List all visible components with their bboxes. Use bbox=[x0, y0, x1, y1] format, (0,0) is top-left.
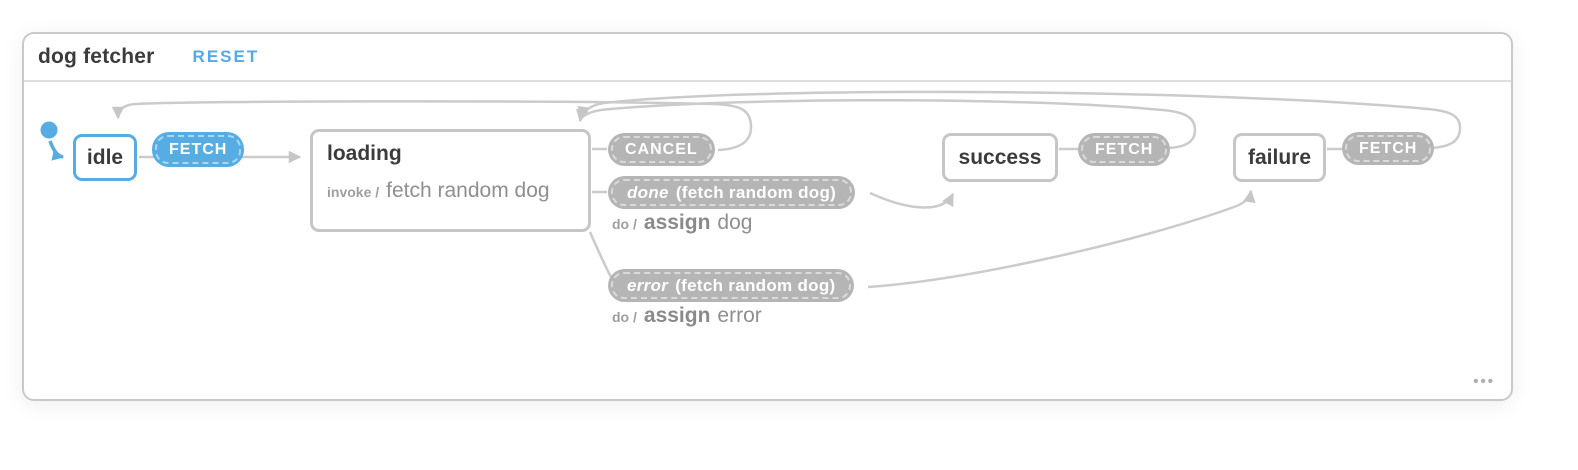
invoke-keyword: invoke / bbox=[327, 184, 380, 200]
done-keyword: done bbox=[627, 182, 669, 202]
event-fetch-failure-label: FETCH bbox=[1359, 139, 1418, 157]
state-idle[interactable]: idle bbox=[73, 134, 137, 181]
error-action-verb: assign bbox=[643, 304, 711, 327]
event-done-pill[interactable]: done (fetch random dog) bbox=[608, 176, 856, 209]
state-failure[interactable]: failure bbox=[1233, 133, 1326, 182]
error-action-row: do / assign error bbox=[612, 304, 762, 328]
done-service: (fetch random dog) bbox=[675, 182, 837, 202]
invoke-service-name: fetch random dog bbox=[386, 179, 550, 202]
panel-header: dog fetcher RESET bbox=[24, 34, 1511, 82]
state-loading[interactable]: loading invoke / fetch random dog bbox=[310, 129, 591, 232]
event-cancel-button[interactable]: CANCEL bbox=[608, 133, 715, 166]
event-error-pill[interactable]: error (fetch random dog) bbox=[608, 269, 855, 302]
event-fetch-button[interactable]: FETCH bbox=[152, 132, 245, 167]
event-fetch-success-label: FETCH bbox=[1095, 140, 1154, 158]
event-fetch-success-button[interactable]: FETCH bbox=[1078, 133, 1171, 166]
error-service: (fetch random dog) bbox=[675, 275, 836, 295]
done-action-row: do / assign dog bbox=[612, 211, 752, 235]
state-success[interactable]: success bbox=[942, 133, 1058, 182]
event-fetch-failure-button[interactable]: FETCH bbox=[1342, 132, 1435, 165]
state-loading-label: loading bbox=[327, 142, 402, 165]
error-action-keyword: do / bbox=[612, 309, 637, 325]
event-cancel-label: CANCEL bbox=[625, 140, 698, 158]
state-failure-label: failure bbox=[1247, 145, 1312, 169]
done-action-keyword: do / bbox=[612, 216, 637, 232]
machine-title: dog fetcher bbox=[38, 45, 155, 68]
machine-panel: dog fetcher RESET ••• bbox=[22, 32, 1513, 401]
more-options-icon[interactable]: ••• bbox=[1473, 373, 1495, 390]
state-success-label: success bbox=[958, 145, 1042, 169]
error-keyword: error bbox=[627, 275, 669, 295]
reset-button[interactable]: RESET bbox=[192, 47, 260, 66]
error-action-target: error bbox=[717, 304, 762, 327]
event-fetch-label: FETCH bbox=[169, 140, 228, 158]
state-idle-label: idle bbox=[86, 145, 124, 169]
done-action-verb: assign bbox=[643, 211, 711, 234]
loading-invoke-row: invoke / fetch random dog bbox=[327, 179, 574, 203]
done-action-target: dog bbox=[717, 211, 753, 234]
